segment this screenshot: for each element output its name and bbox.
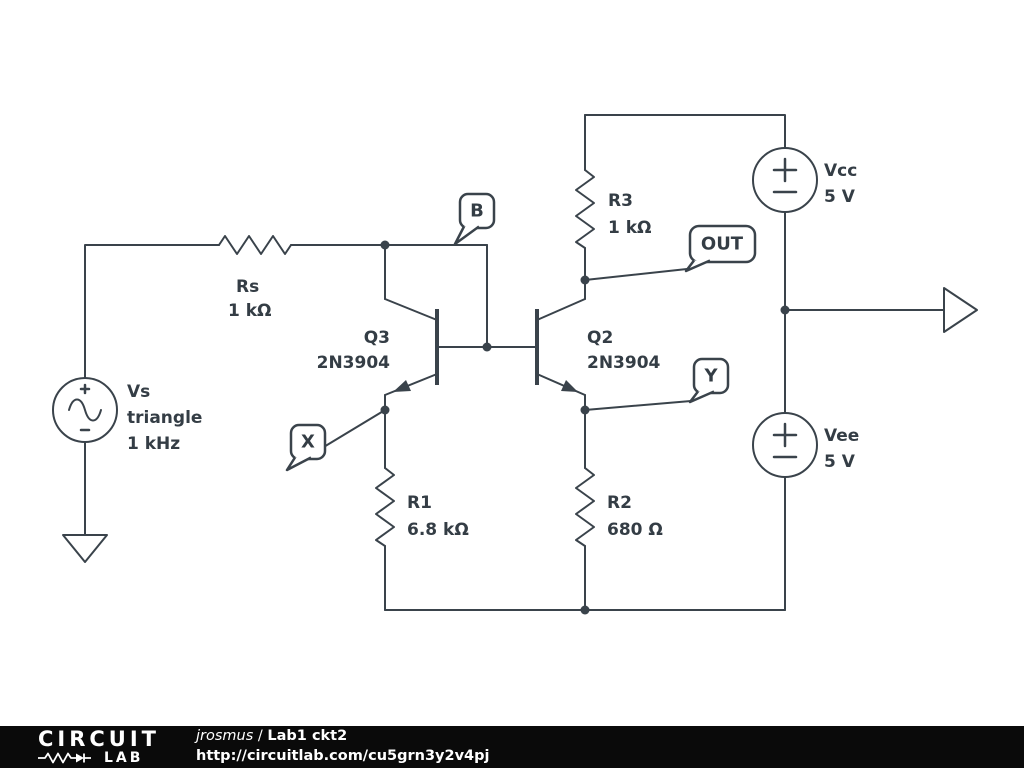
vcc-voltage: 5 V [824,187,856,207]
r1-zigzag [375,467,395,547]
r2-zigzag [575,467,595,547]
flag-b-label: B [470,201,484,222]
vs-sine-icon [68,398,102,422]
rs-zigzag [218,235,292,255]
junction-dots [380,240,790,615]
junction-dot [580,275,590,285]
output-port[interactable] [943,287,978,333]
r3-name: R3 [608,191,633,211]
output-arrow-icon [943,287,978,333]
q3-emitter-diag [384,373,438,396]
logo-resistor-diode-icon [38,752,91,764]
flag-y[interactable]: Y [688,357,730,404]
q3-collector-diag [384,298,438,321]
r2-value: 680 Ω [607,520,663,540]
junction-dot [580,405,590,415]
flag-x[interactable]: X [285,423,327,472]
flag-b[interactable]: B [453,192,496,246]
flag-x-tail [285,456,312,472]
component-rs[interactable]: Rs 1 kΩ [218,235,292,321]
r3-zigzag [575,169,595,249]
component-r2[interactable]: R2 680 Ω [575,467,663,547]
component-ground[interactable] [62,534,108,563]
rs-value: 1 kΩ [228,301,272,321]
vs-frequency: 1 kHz [127,434,180,454]
footer-author: jrosmus [196,728,254,745]
vs-plus-icon [79,383,91,395]
footer-credit: jrosmus / Lab1 ckt2 [196,727,489,747]
r1-name: R1 [407,493,432,513]
r1-value: 6.8 kΩ [407,520,469,540]
component-vee-source[interactable]: Vee 5 V [752,412,859,478]
footer-info: jrosmus / Lab1 ckt2 http://circuitlab.co… [196,727,489,766]
flag-out[interactable]: OUT [684,224,757,273]
component-q2-transistor[interactable]: Q2 2N3904 [535,298,661,396]
junction-dot [482,342,492,352]
vee-voltage: 5 V [824,452,856,472]
flag-out-label: OUT [701,234,744,255]
q2-collector-diag [536,298,586,321]
flag-out-bubble [688,224,757,264]
footer-separator: / [257,728,263,745]
vee-name: Vee [824,426,859,446]
junction-dot [580,605,590,615]
flag-y-tail [688,390,715,404]
wire-top-rail [584,114,786,149]
ground-icon [62,534,108,563]
component-vcc-source[interactable]: Vcc 5 V [752,147,857,213]
r3-value: 1 kΩ [608,218,652,238]
component-q3-transistor[interactable]: Q3 2N3904 [317,298,439,396]
footer-bar: CIRCUIT LAB jrosmus / Lab1 ckt2 http://c… [0,726,1024,768]
vcc-name: Vcc [824,161,857,181]
q3-emitter-arrow-icon [393,380,411,392]
flag-y-label: Y [703,366,718,387]
logo-lab-text: LAB [104,750,144,766]
vs-name: Vs [127,382,150,402]
logo-circuit-text: CIRCUIT [38,727,160,751]
vs-waveform: triangle [127,408,202,428]
q2-name: Q2 [587,328,613,348]
wire-y-flag-link [584,400,692,411]
circuitlab-logo: CIRCUIT LAB [38,729,160,765]
junction-dot [780,305,790,315]
schematic-canvas: Vs triangle 1 kHz Rs 1 kΩ R3 1 kΩ R1 6.8… [52,114,978,615]
r2-name: R2 [607,493,632,513]
component-r1[interactable]: R1 6.8 kΩ [375,467,469,547]
wire-vs-to-rs [84,244,220,379]
wire-out-flag-link [584,268,688,281]
vcc-plus-icon [772,157,798,183]
q3-name: Q3 [364,328,390,348]
junction-dot [380,405,390,415]
component-vs-source[interactable]: Vs triangle 1 kHz [52,377,202,454]
flag-out-tail [684,259,711,273]
footer-url-link[interactable]: http://circuitlab.com/cu5grn3y2v4pj [196,748,490,764]
flag-b-tail [453,225,480,246]
rs-name: Rs [236,277,259,297]
component-r3[interactable]: R3 1 kΩ [575,169,652,249]
q2-part: 2N3904 [587,353,661,373]
junction-dot [380,240,390,250]
q2-emitter-arrow-icon [561,380,578,392]
q3-part: 2N3904 [317,353,391,373]
vee-plus-icon [772,422,798,448]
footer-title: Lab1 ckt2 [267,728,348,745]
flag-x-label: X [301,432,315,453]
